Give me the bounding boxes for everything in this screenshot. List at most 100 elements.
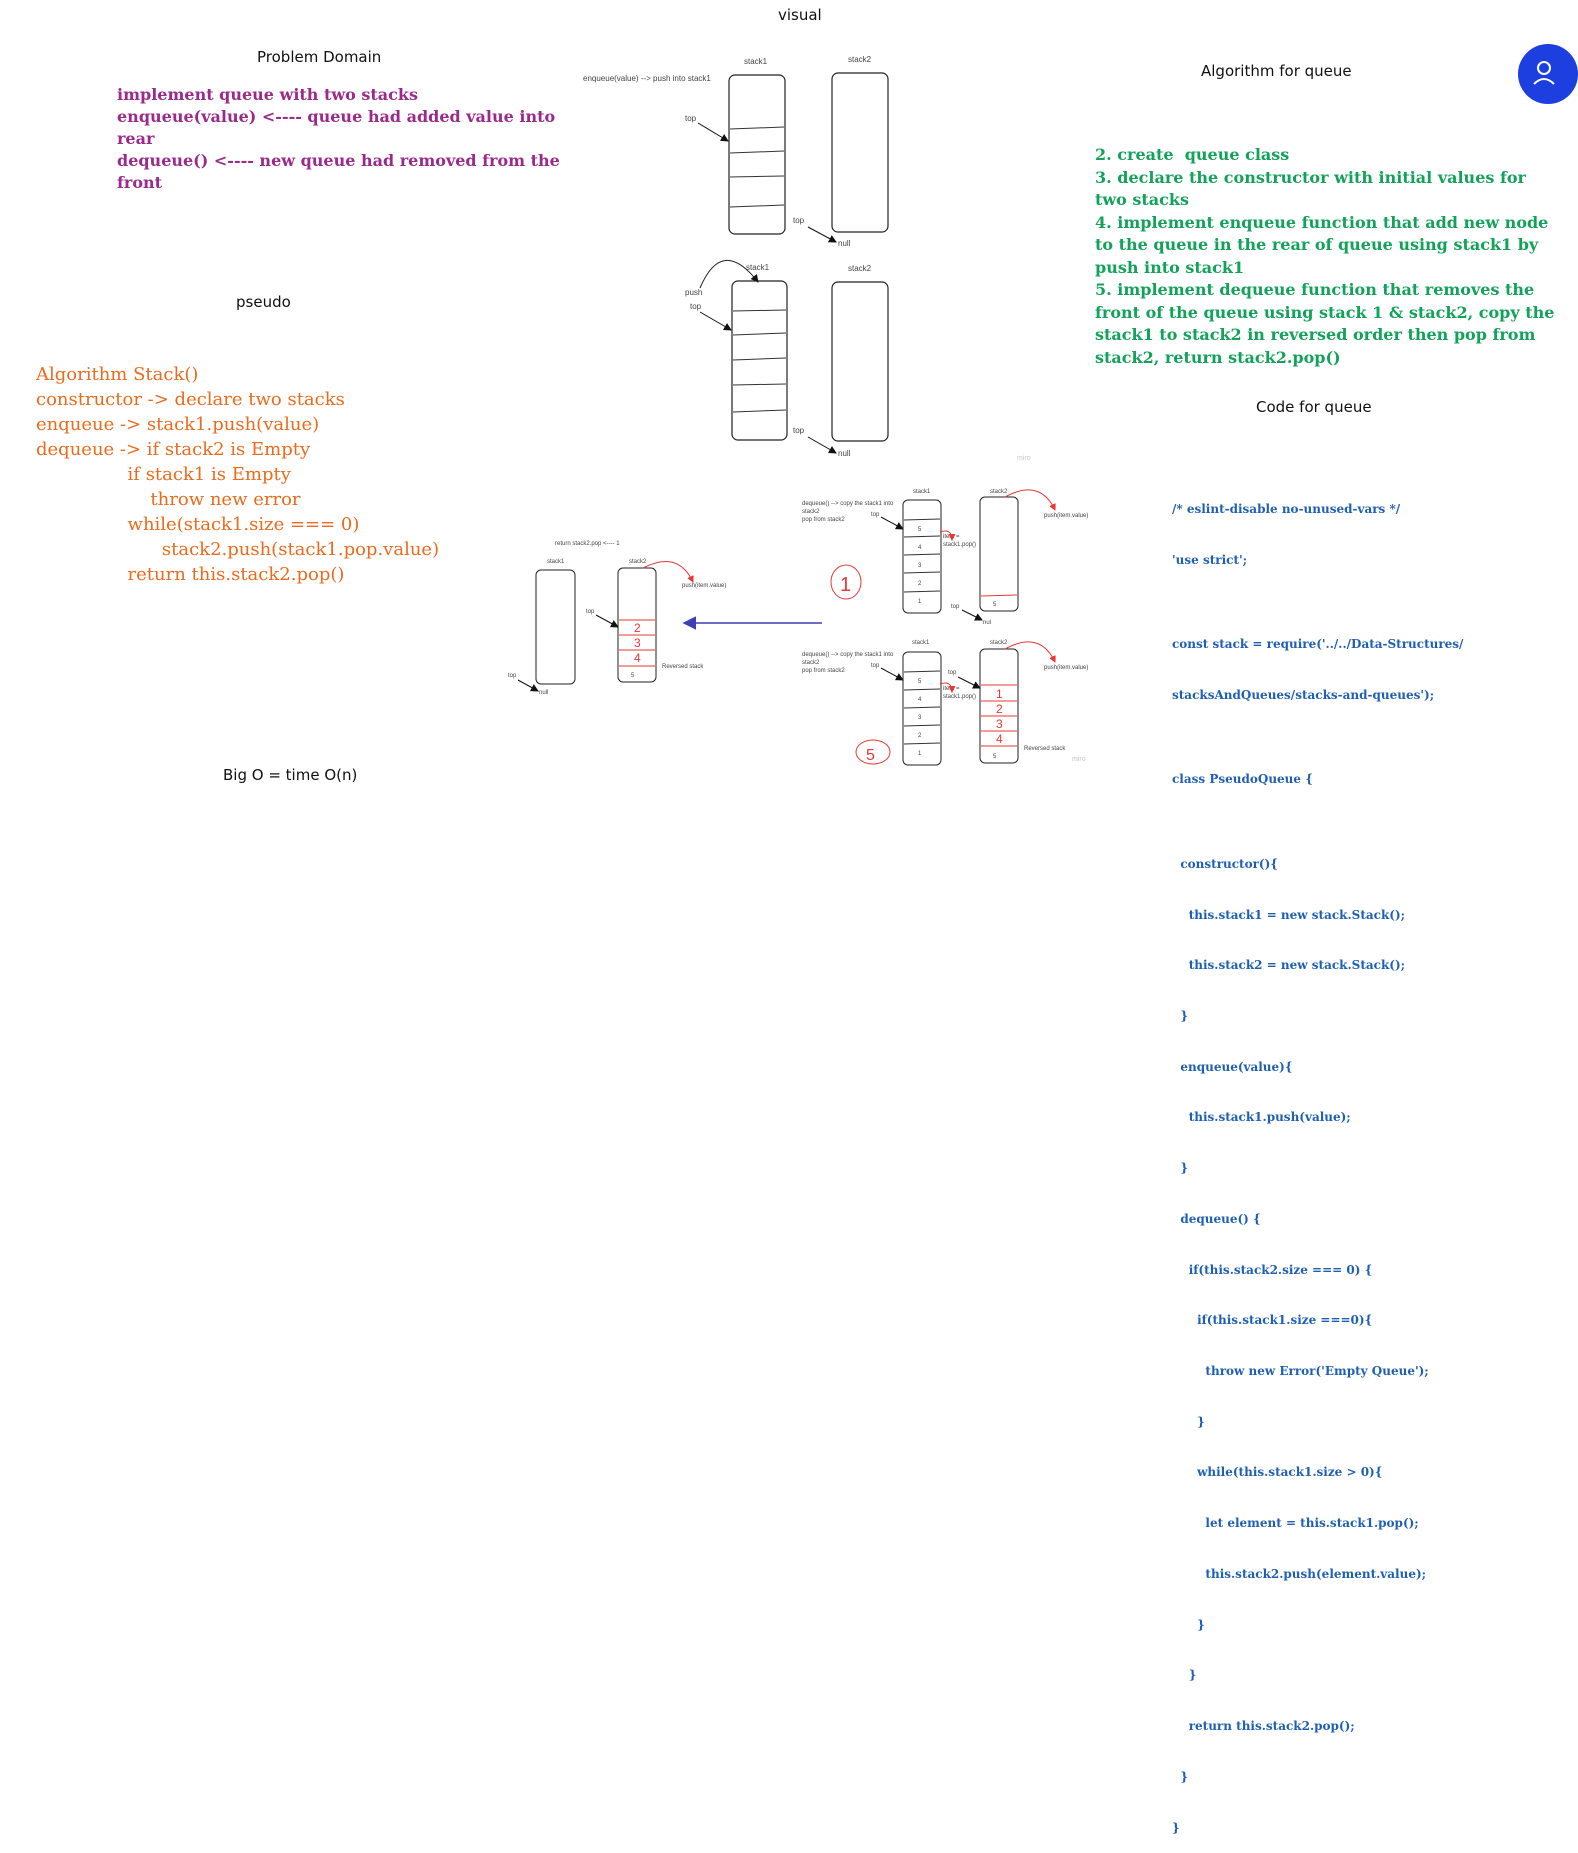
code-line: const stack = require('../../Data-Struct… bbox=[1172, 637, 1464, 652]
stack-divider bbox=[729, 150, 785, 154]
cell-value: 1 bbox=[918, 599, 922, 605]
code-line: this.stack2.push(element.value); bbox=[1172, 1566, 1427, 1581]
top-arrow bbox=[517, 679, 539, 692]
top-arrow bbox=[699, 311, 732, 331]
code-line: 'use strict'; bbox=[1172, 552, 1248, 567]
red-cell-value: 2 bbox=[996, 702, 1003, 716]
code-line: } bbox=[1172, 1617, 1205, 1632]
code-line: dequeue() { bbox=[1172, 1211, 1261, 1226]
label-stack1: stack1 bbox=[913, 489, 931, 495]
top-label: top bbox=[690, 302, 702, 311]
queue-diagram: stack1 stack2 enqueue(value) --> push in… bbox=[508, 55, 1088, 766]
return-note: return stack2.pop <---- 1 bbox=[555, 541, 620, 547]
label-stack2: stack2 bbox=[629, 559, 647, 565]
item-note: stack1.pop() bbox=[943, 542, 976, 548]
top-label: top bbox=[871, 663, 880, 669]
code-line: } bbox=[1172, 1009, 1189, 1023]
algorithm-line: stack2, return stack2.pop() bbox=[1095, 347, 1341, 367]
problem-line: front bbox=[117, 173, 163, 192]
algorithm-line: 2. create queue class bbox=[1095, 145, 1290, 164]
pseudo-code-text: Algorithm Stack() constructor -> declare… bbox=[36, 362, 516, 587]
stack-divider bbox=[729, 126, 785, 130]
algorithm-text: 2. create queue class 3. declare the con… bbox=[1095, 144, 1554, 369]
circled-step bbox=[830, 564, 862, 600]
reversed-stack-label: Reversed stack bbox=[662, 664, 704, 670]
code-line: this.stack1 = new stack.Stack(); bbox=[1172, 907, 1406, 922]
cell-value: 5 bbox=[918, 679, 922, 685]
problem-line: rear bbox=[117, 129, 155, 148]
diagram-dequeue-step5: stack1 stack2 dequeue() --> copy the sta… bbox=[802, 640, 1088, 766]
item-note: stack1.pop() bbox=[943, 694, 976, 700]
stack-divider bbox=[732, 357, 787, 361]
null-label: null bbox=[838, 449, 851, 458]
miro-watermark: miro bbox=[1072, 756, 1086, 763]
stack2-box bbox=[831, 72, 889, 233]
enqueue-note: enqueue(value) --> push into stack1 bbox=[583, 74, 711, 83]
stack-divider bbox=[729, 175, 785, 178]
dequeue-note: stack2 bbox=[802, 509, 820, 515]
code-line: throw new Error('Empty Queue'); bbox=[1172, 1364, 1429, 1379]
pseudo-line: if stack1 is Empty bbox=[36, 464, 291, 485]
code-line: } bbox=[1172, 1769, 1189, 1784]
problem-line: implement queue with two stacks bbox=[117, 85, 418, 104]
stack1-box bbox=[902, 651, 942, 766]
stack-divider bbox=[732, 332, 787, 336]
code-line: if(this.stack2.size === 0) { bbox=[1172, 1262, 1373, 1277]
top-label: top bbox=[948, 670, 957, 676]
code-line: enqueue(value){ bbox=[1172, 1059, 1293, 1074]
algorithm-line: 5. implement dequeue function that remov… bbox=[1095, 280, 1535, 299]
red-cell-value: 3 bbox=[996, 717, 1003, 731]
label-stack1: stack1 bbox=[912, 640, 930, 646]
problem-line: enqueue(value) <---- queue had added val… bbox=[117, 107, 556, 126]
red-cell-value: 3 bbox=[634, 636, 641, 650]
diagram-enqueue-push: stack1 stack2 push top top null miro bbox=[685, 260, 1031, 462]
pseudo-line: dequeue -> if stack2 is Empty bbox=[36, 439, 311, 460]
stack2-box bbox=[831, 281, 889, 442]
dequeue-note: pop from stack2 bbox=[802, 668, 845, 674]
null-label: null bbox=[539, 690, 548, 696]
code-line: if(this.stack1.size ===0){ bbox=[1172, 1313, 1373, 1328]
push-item-label: push(item.value) bbox=[682, 583, 726, 589]
user-avatar-button[interactable] bbox=[1518, 44, 1578, 104]
red-cell-value: 1 bbox=[996, 687, 1003, 701]
top-arrow bbox=[595, 614, 619, 628]
visual-heading: visual bbox=[778, 6, 822, 24]
code-line: stacksAndQueues/stacks-and-queues'); bbox=[1172, 687, 1435, 702]
algorithm-line: push into stack1 bbox=[1095, 257, 1245, 277]
stack1-box bbox=[535, 569, 576, 685]
problem-domain-text: implement queue with two stacks enqueue(… bbox=[117, 84, 560, 194]
top-arrow bbox=[807, 226, 837, 243]
null-label: null bbox=[838, 239, 851, 248]
algorithm-line: stack1 to stack2 in reversed order then … bbox=[1095, 325, 1536, 344]
top-label: top bbox=[951, 604, 960, 610]
stack1-box bbox=[902, 499, 942, 614]
stack1-box bbox=[731, 280, 788, 441]
cell-value: 1 bbox=[918, 751, 922, 757]
code-line: constructor(){ bbox=[1172, 856, 1278, 871]
label-stack2: stack2 bbox=[848, 55, 872, 64]
top-arrow bbox=[807, 436, 837, 454]
cell-value: 5 bbox=[993, 602, 997, 608]
dequeue-note: dequeue() --> copy the stack1 into bbox=[802, 652, 894, 658]
diagram-enqueue-empty: stack1 stack2 enqueue(value) --> push in… bbox=[583, 55, 889, 248]
top-label: top bbox=[793, 216, 805, 225]
code-line: return this.stack2.pop(); bbox=[1172, 1719, 1355, 1734]
stack-divider bbox=[729, 204, 785, 208]
cell-value: 4 bbox=[918, 545, 922, 551]
push-item-label: push(item.value) bbox=[1044, 665, 1088, 671]
label-stack2: stack2 bbox=[848, 264, 872, 273]
top-label: top bbox=[508, 673, 517, 679]
label-stack1: stack1 bbox=[746, 263, 770, 272]
null-label: nul bbox=[983, 620, 991, 626]
cell-value: 5 bbox=[918, 527, 922, 533]
circled-step-number: 5 bbox=[866, 747, 875, 764]
problem-domain-heading: Problem Domain bbox=[257, 48, 382, 66]
cell-value: 5 bbox=[993, 754, 997, 760]
top-arrow bbox=[957, 676, 981, 689]
diagram-dequeue-result: return stack2.pop <---- 1 stack1 stack2 … bbox=[508, 541, 726, 696]
top-arrow bbox=[880, 667, 904, 681]
algorithm-line: to the queue in the rear of queue using … bbox=[1095, 235, 1539, 254]
push-label: push bbox=[685, 288, 702, 297]
stack2-box bbox=[979, 496, 1019, 612]
algorithm-line: 3. declare the constructor with initial … bbox=[1095, 167, 1526, 187]
